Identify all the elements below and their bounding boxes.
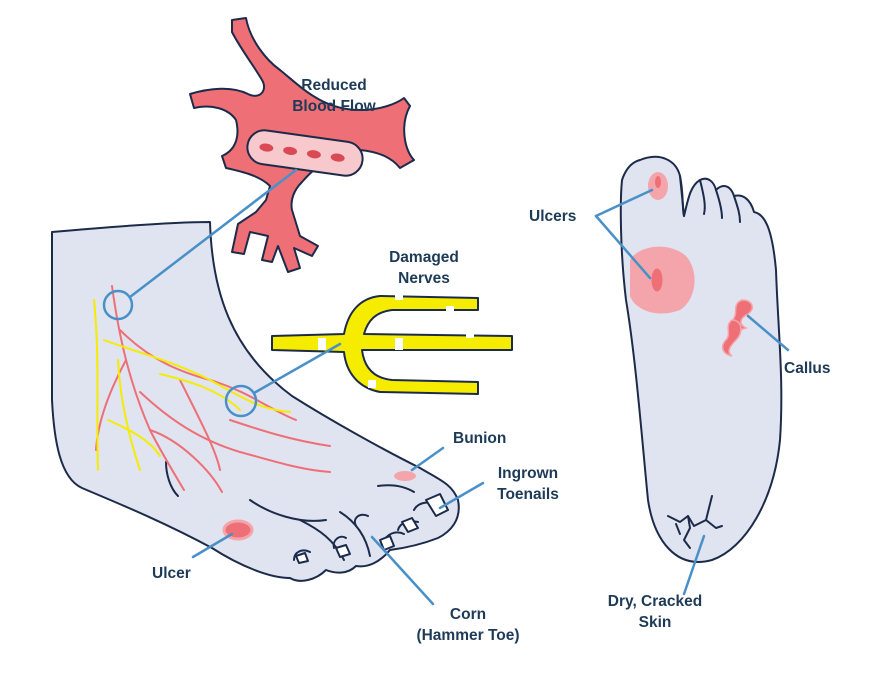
label-dry-2: Skin: [639, 614, 672, 631]
label-callus: Callus: [784, 360, 831, 377]
veins: [95, 285, 331, 493]
foot-nerves: [93, 299, 291, 471]
label-corn-1: Corn: [450, 606, 486, 623]
label-corn-2: (Hammer Toe): [416, 627, 519, 644]
nerve-icon: [271, 294, 513, 395]
label-blood-flow-2: Blood Flow: [292, 98, 376, 115]
blood-cells: [259, 143, 345, 162]
label-ingrown-1: Ingrown: [498, 465, 558, 482]
bunion-lesion: [394, 471, 416, 481]
label-ulcer: Ulcer: [152, 565, 191, 582]
nerve-shape: [271, 295, 513, 395]
toe-ulcer-core: [655, 176, 661, 188]
label-ulcers: Ulcers: [529, 208, 576, 225]
nerve-gaps: [318, 294, 474, 388]
label-ingrown-2: Toenails: [497, 486, 559, 503]
sole-outline: [619, 155, 783, 563]
skin-cracks: [667, 495, 723, 549]
blood-vessel-icon: [189, 17, 415, 273]
nerve-magnifier-circle: [224, 384, 258, 418]
ball-ulcer-core: [651, 268, 663, 292]
vessel-cross-section: [246, 129, 364, 177]
labels: Reduced Blood Flow Damaged Nerves Bunion…: [152, 77, 831, 644]
leader-lines: [102, 168, 790, 606]
label-nerves-1: Damaged: [389, 249, 459, 266]
label-dry-1: Dry, Cracked: [608, 593, 702, 610]
sole-foot: [619, 155, 783, 563]
label-nerves-2: Nerves: [398, 270, 450, 287]
vessel-magnifier-circle: [102, 289, 134, 321]
label-bunion: Bunion: [453, 430, 506, 447]
label-blood-flow-1: Reduced: [301, 77, 366, 94]
